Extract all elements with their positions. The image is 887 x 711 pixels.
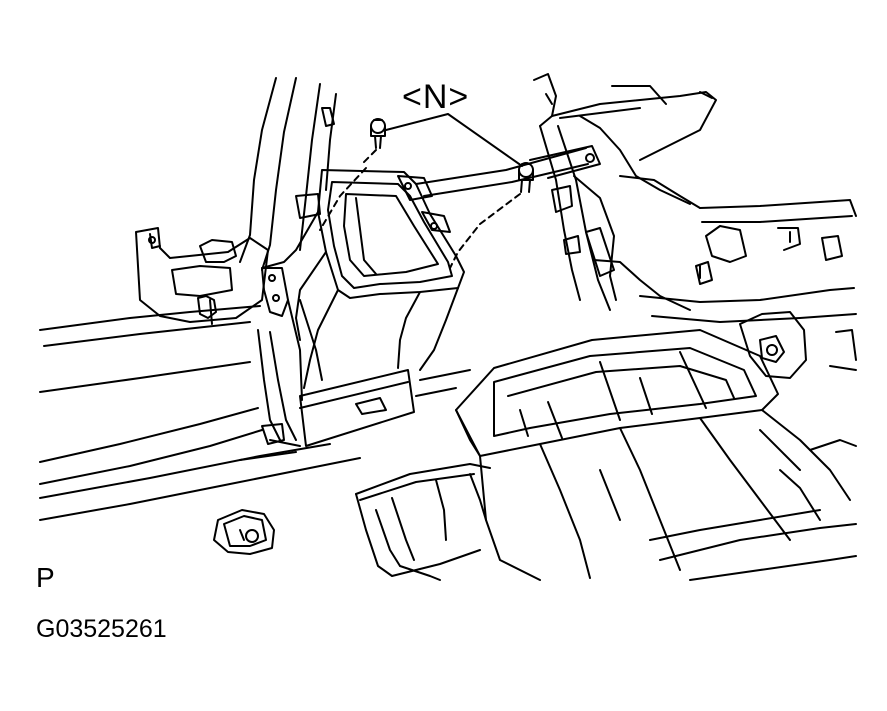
heater-unit xyxy=(455,329,857,581)
air-duct-bracket xyxy=(261,169,465,447)
bolt-upper-left xyxy=(370,118,386,149)
right-body-panel xyxy=(639,199,857,379)
fastener-callout-label: <N> xyxy=(402,78,470,116)
floor-lines xyxy=(239,369,471,461)
center-pillar xyxy=(257,299,323,445)
figure-code-label: G03525261 xyxy=(36,615,167,643)
clip-part xyxy=(213,509,275,555)
left-dash-section xyxy=(39,227,361,521)
right-pillar xyxy=(533,73,717,311)
callout-leaders xyxy=(319,113,523,269)
side-duct xyxy=(355,463,491,581)
view-letter-label: P xyxy=(36,562,55,593)
